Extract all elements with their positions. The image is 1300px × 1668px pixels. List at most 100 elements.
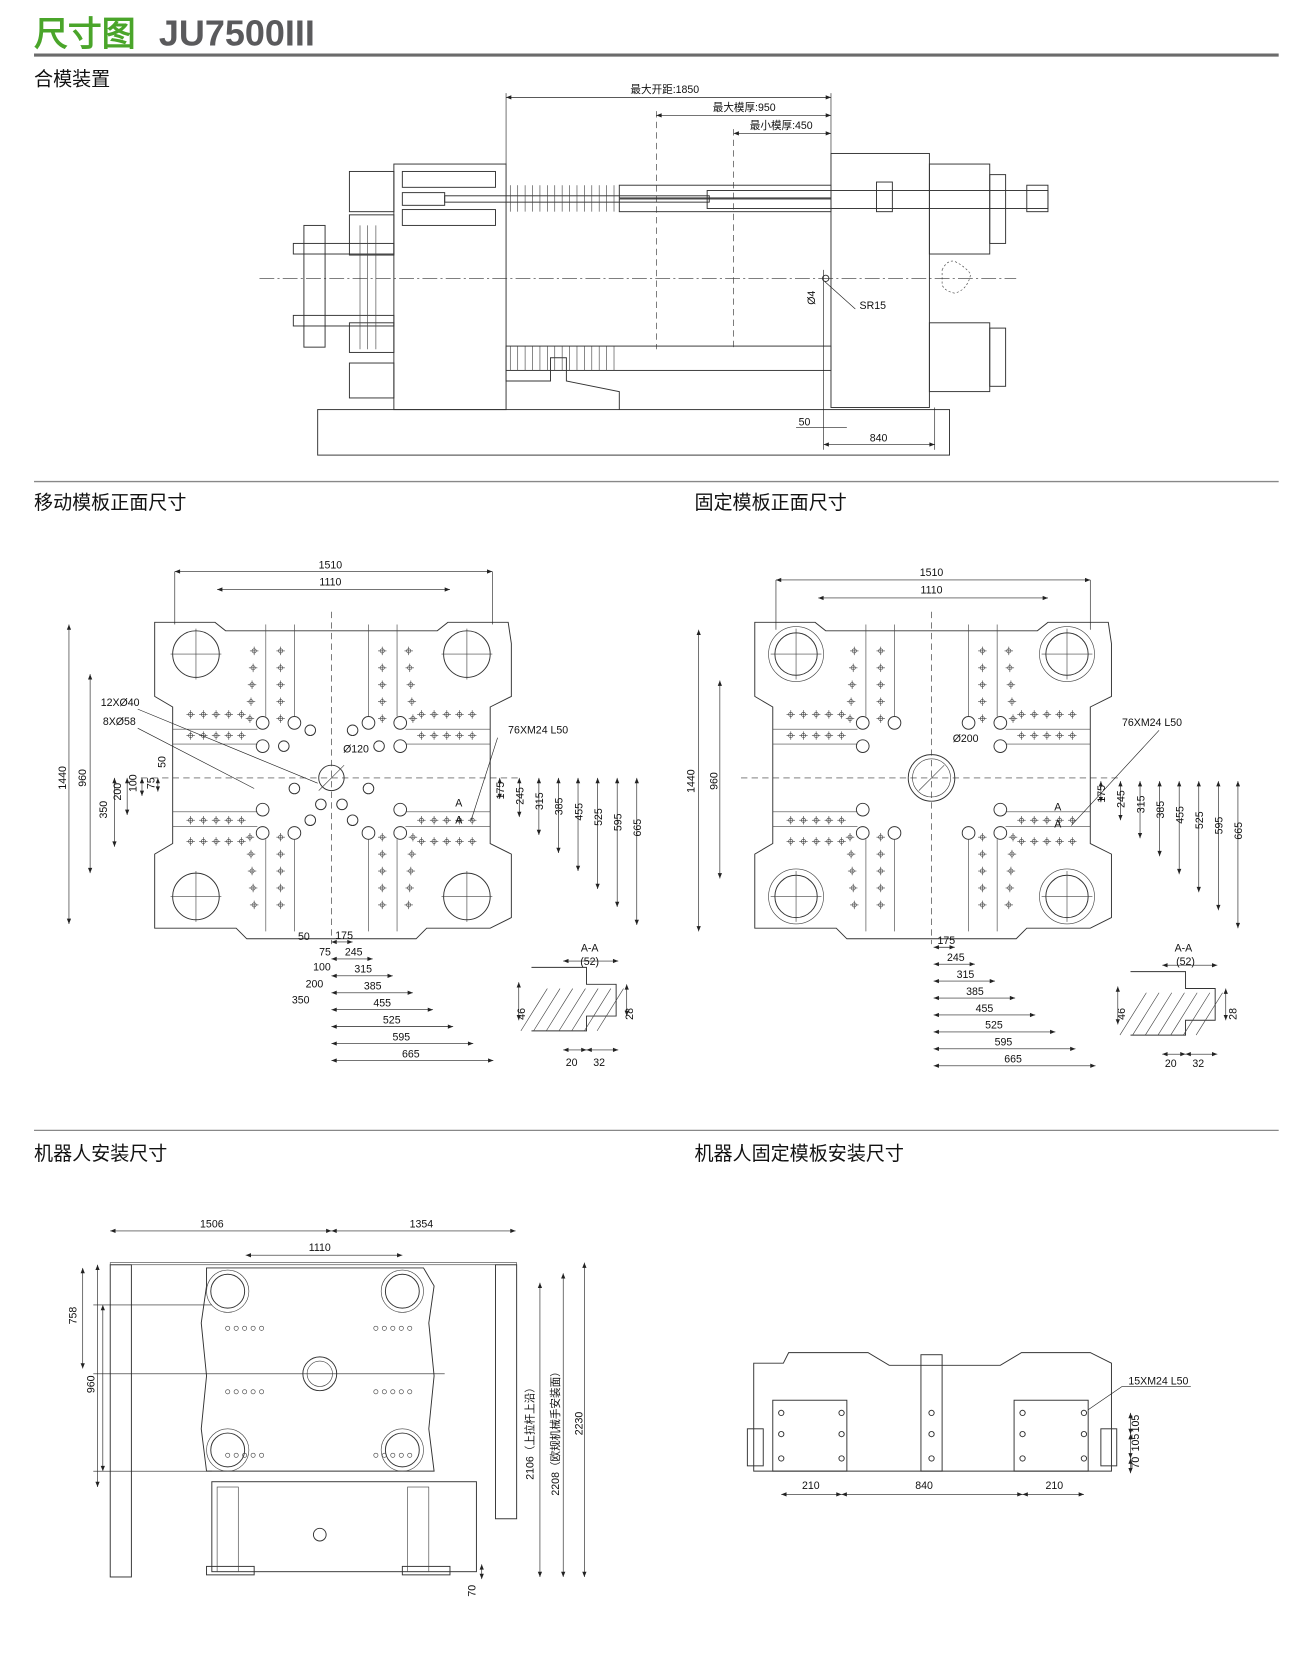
dim-bottom-245: 245 [345,947,363,959]
section-mark-a2: A [1054,819,1062,831]
dim-left-100: 100 [128,774,140,792]
section-aa-moving: A-A (52) 46 28 20 32 [516,942,636,1068]
tie-bar-boss [380,1269,424,1313]
robot-labels: 1506 1354 1110 758 960 2106（上拉杆上沿） 2208（… [67,1219,585,1597]
ejector-hole [336,798,348,811]
dim-70: 70 [1130,1457,1142,1469]
dim-bottom-525: 525 [383,1014,401,1026]
dimension-arrow [1128,1458,1133,1474]
dim-left-50: 50 [156,756,168,768]
dim-bottom-385: 385 [966,986,984,998]
tie-bar-boss [1039,868,1095,925]
slot-hole [393,826,408,840]
dim-right-665: 665 [632,819,644,837]
slot-hole [287,826,302,840]
drawing-line [470,737,498,821]
dim-width-1110: 1110 [921,585,943,597]
slot-hole [961,826,976,840]
dim-right-455: 455 [1174,806,1186,824]
slot-hole [961,716,976,730]
dim-bottom-245: 245 [947,952,965,964]
drawing-line [1087,1386,1123,1411]
bolt-hole [381,1452,387,1458]
drawing-line [584,988,612,1032]
dim-1110: 1110 [309,1242,331,1254]
thread-hole [1080,1455,1088,1462]
dim-right-175: 175 [495,782,507,800]
platen-outline [754,621,1112,940]
bolt-hole [381,1325,387,1331]
dimension-arrow [563,1047,587,1053]
section-mark-a1: A [1054,802,1062,814]
robot-fixed-labels: 15XM24 L50 105 105 70 210 840 210 [802,1375,1188,1492]
slot-hole [361,826,376,840]
dimension-arrow [331,939,353,945]
bolt-hole [250,1389,256,1395]
dim-height-960: 960 [77,769,89,787]
section-mark-a2: A [455,814,463,826]
dimension-arrow [1128,1412,1133,1435]
dim-right-245: 245 [1116,790,1128,808]
drawing-line [137,708,318,784]
platen-outline [154,621,512,940]
dim-105a: 105 [1130,1415,1142,1433]
dim-bottom-315: 315 [354,964,372,976]
drawing-rect [211,1481,477,1573]
robot-fixed-platen-drawing [746,1352,1191,1497]
tie-bar-boss [206,1428,250,1472]
slot-hole [855,739,870,753]
dim-height-1440: 1440 [685,769,697,793]
dim-70: 70 [466,1585,478,1597]
bolt-hole [373,1389,379,1395]
bolt-hole [259,1452,265,1458]
drawing-line [558,988,586,1032]
drawing-line [533,988,561,1032]
label-thread: 76XM24 L50 [508,724,568,736]
dim-bottom-175: 175 [335,930,353,942]
bolt-hole [398,1452,404,1458]
drawing-rect [109,1264,132,1578]
thread-hole [928,1455,935,1462]
drawing-line [1195,992,1223,1036]
dimension-arrow [479,1564,484,1580]
bolt-hole [225,1389,231,1395]
drawing-rect [216,1486,239,1573]
dim-1506: 1506 [200,1219,224,1231]
drawing-rect [109,1262,517,1266]
ejector-hole [346,814,359,827]
drawing-line [1071,730,1160,826]
dim-bottom-75: 75 [319,947,331,959]
dim-right-595: 595 [1214,817,1226,835]
label-thread: 76XM24 L50 [1122,717,1182,729]
dim-height-1440: 1440 [57,766,69,790]
thread-hole [1019,1430,1026,1438]
dim-right-455: 455 [573,803,585,821]
thread-hole [1080,1409,1088,1417]
drawing-rect [407,1486,430,1573]
dimension-arrow [1128,1434,1133,1459]
dim-bottom-200: 200 [306,978,324,990]
label-holes-40: 12XØ40 [101,697,140,709]
slot-hole [887,716,902,730]
bolt-hole [390,1452,396,1458]
dim-left-200: 200 [112,783,124,801]
bolt-hole [259,1325,265,1331]
dim-min-mold-thickness: 最小模厚:450 [750,120,813,132]
section-title-fixed-platen: 固定模板正面尺寸 [694,492,846,514]
model-title: JU7500III [159,13,315,54]
dim-right-595: 595 [612,813,624,831]
drawing-line [571,988,599,1032]
aa-32: 32 [593,1057,605,1069]
bolt-hole [407,1325,413,1331]
aa-title: A-A [1175,942,1194,954]
ejector-hole [373,740,385,752]
thread-hole [1019,1409,1026,1417]
slot-hole [255,826,270,840]
slot-hole [393,739,408,753]
moving-platen-bottom-left-dims: 50 75 100 200 350 [292,931,331,1007]
title-cn: 尺寸图 [34,15,136,54]
bolt-hole [259,1389,265,1395]
section-aa-fixed: A-A (52) 46 28 20 32 [1115,942,1239,1070]
